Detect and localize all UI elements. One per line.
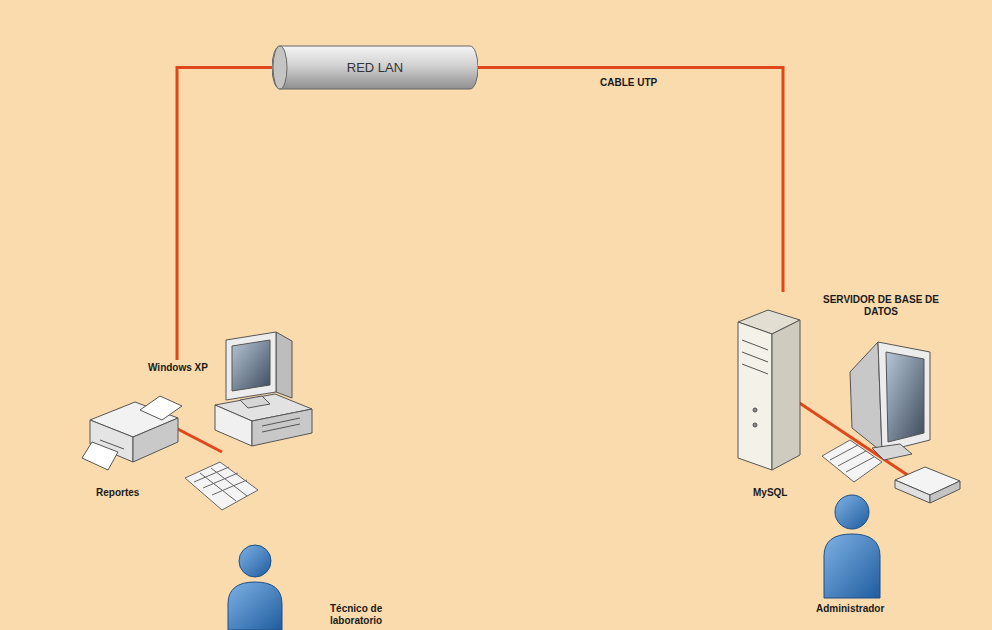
- workstation-node: Windows XP: [140, 360, 320, 450]
- caption-label: Administrador: [816, 603, 906, 615]
- keyboard-icon: [822, 440, 882, 482]
- server-icon: [738, 310, 800, 470]
- cable-label: CABLE UTP: [598, 77, 659, 89]
- utp-cable: [478, 68, 783, 293]
- node-title: Windows XP: [148, 362, 238, 374]
- modem-icon: [895, 467, 960, 503]
- server-node: SERVIDOR DE BASE DE DATOS MySQL: [730, 292, 965, 502]
- caption-label: Reportes: [96, 487, 166, 499]
- network-label: RED LAN: [347, 60, 403, 75]
- caption-label: Técnico de laboratorio: [330, 603, 410, 627]
- keyboard-icon: [185, 462, 258, 510]
- network-cylinder: RED LAN: [272, 45, 478, 90]
- monitor-icon: [850, 342, 930, 460]
- utp-cable: [177, 68, 272, 361]
- workstation-icon: [215, 332, 312, 446]
- user-icon: [824, 495, 880, 598]
- node-subtitle: MySQL: [753, 487, 813, 499]
- user-icon: [228, 545, 282, 630]
- node-title: SERVIDOR DE BASE DE DATOS: [822, 294, 940, 318]
- printer-icon: [82, 396, 182, 470]
